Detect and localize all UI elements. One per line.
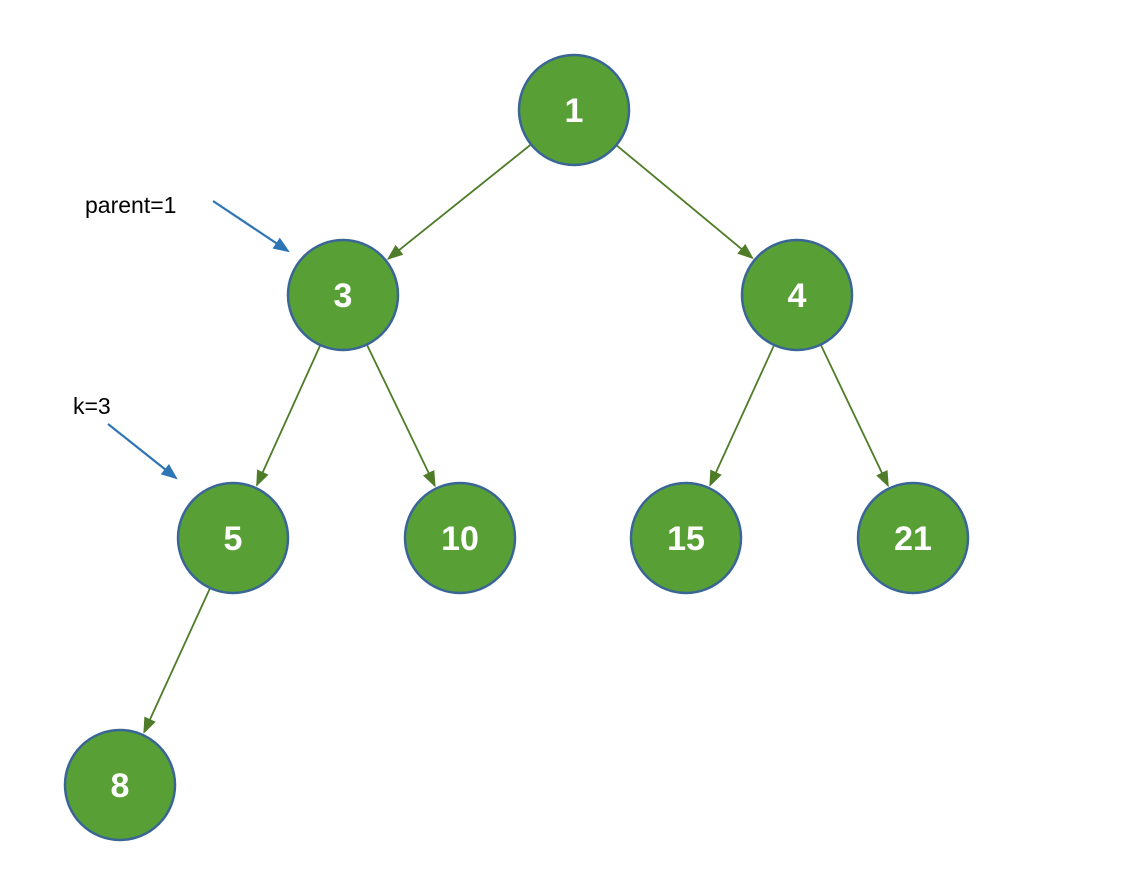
tree-edge-arrow: [143, 588, 211, 734]
tree-node-circle: [286, 238, 400, 352]
tree-edge-arrow: [820, 345, 889, 488]
tree-node-value: 3: [334, 277, 353, 315]
tree-node-circle: [63, 728, 177, 842]
tree-node-value: 10: [441, 520, 479, 558]
annotation: parent=1: [85, 192, 290, 253]
tree-node-circle: [403, 481, 517, 595]
tree-node-value: 15: [667, 520, 705, 558]
annotation-label: k=3: [73, 393, 111, 419]
tree-node: 3: [286, 238, 400, 352]
tree-node: 4: [740, 238, 854, 352]
tree-node-circle: [517, 53, 631, 167]
tree-node-circle: [740, 238, 854, 352]
tree-edges: [143, 144, 889, 734]
tree-node-value: 1: [565, 92, 584, 130]
tree-node: 10: [403, 481, 517, 595]
tree-node-value: 4: [788, 277, 807, 315]
tree-node-value: 21: [894, 520, 932, 558]
tree-edge-arrow: [616, 145, 754, 260]
annotation-label: parent=1: [85, 192, 176, 218]
tree-edge-arrow: [386, 144, 531, 260]
tree-node-value: 8: [111, 767, 130, 805]
annotation-arrow: [107, 423, 178, 480]
tree-node: 21: [856, 481, 970, 595]
annotations: parent=1 k=3: [73, 192, 290, 480]
tree-node-value: 5: [224, 520, 243, 558]
annotation-arrow: [212, 200, 290, 253]
tree-edge-arrow: [709, 345, 775, 487]
tree-node-circle: [629, 481, 743, 595]
tree-nodes: 1 3 4 5 10 15 21 8: [63, 53, 970, 842]
tree-node: 15: [629, 481, 743, 595]
tree-node: 1: [517, 53, 631, 167]
annotation: k=3: [73, 393, 178, 480]
tree-node-circle: [176, 481, 290, 595]
tree-edge-arrow: [366, 345, 436, 488]
tree-node: 8: [63, 728, 177, 842]
tree-node-circle: [856, 481, 970, 595]
tree-node: 5: [176, 481, 290, 595]
tree-edge-arrow: [256, 345, 321, 487]
